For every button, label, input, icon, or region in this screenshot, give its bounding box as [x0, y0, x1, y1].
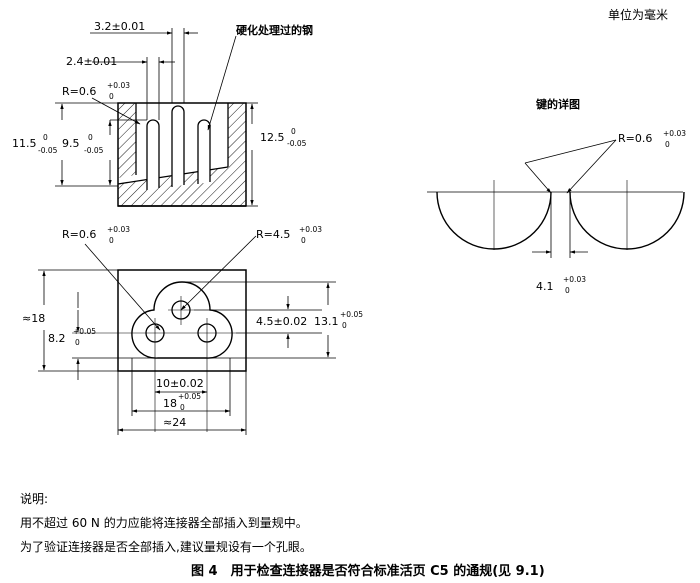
dim-key-r06-sub: 0	[665, 140, 670, 149]
notes-title: 说明:	[20, 492, 49, 506]
dim-r06-upper-sup: +0.03	[107, 81, 130, 90]
dim-approx-24: ≈24	[163, 416, 186, 429]
plan-block-outline	[117, 269, 247, 372]
notes-line-2: 为了验证连接器是否全部插入,建议量规设有一个孔眼。	[20, 540, 312, 554]
dim-10: 10±0.02	[156, 377, 204, 390]
key-detail-title: 键的详图	[535, 97, 580, 111]
dim-3-2: 3.2±0.01	[94, 20, 145, 33]
dim-key-r06-sup: +0.03	[663, 129, 686, 138]
dim-18: 18	[163, 397, 177, 410]
dim-11-5: 11.5	[12, 137, 37, 150]
dim-11-5-sup: 0	[43, 133, 48, 142]
dim-r06-upper: R=0.6	[62, 85, 96, 98]
dim-8-2: 8.2	[48, 332, 66, 345]
dim-4-1-sub: 0	[565, 286, 570, 295]
dim-9-5-sub: -0.05	[84, 146, 104, 155]
plan-cavity-outline	[131, 281, 233, 359]
dim-9-5: 9.5	[62, 137, 80, 150]
dim-18-sub: 0	[180, 403, 185, 412]
plan-view: R=0.6 +0.03 0 R=4.5 +0.03 0 ≈18 8.2 +0.0…	[22, 225, 363, 435]
section-view: 3.2±0.01 2.4±0.01 R=0.6 +0.03 0 硬化处理过的钢 …	[12, 20, 313, 207]
key-detail-view: 键的详图 4.1 +0.03 0 R=0.6 +0.03 0	[427, 97, 686, 295]
figure-caption: 图 4 用于检查连接器是否符合标准活页 C5 的通规(见 9.1)	[191, 564, 545, 579]
dim-8-2-sub: 0	[75, 338, 80, 347]
dim-13-1-sub: 0	[342, 321, 347, 330]
dim-12-5-sub: -0.05	[287, 139, 307, 148]
dim-11-5-sub: -0.05	[38, 146, 58, 155]
dim-r06-upper-sub: 0	[109, 92, 114, 101]
hardened-steel-label: 硬化处理过的钢	[236, 23, 313, 37]
unit-label: 单位为毫米	[608, 8, 669, 22]
dim-r06-lower: R=0.6	[62, 228, 96, 241]
dim-r45: R=4.5	[256, 228, 290, 241]
dim-4-1-sup: +0.03	[563, 275, 586, 284]
dim-r45-sup: +0.03	[299, 225, 322, 234]
dim-2-4: 2.4±0.01	[66, 55, 117, 68]
dim-r06-lower-sup: +0.03	[107, 225, 130, 234]
dim-18-sup: +0.05	[178, 392, 201, 401]
dim-key-r06: R=0.6	[618, 132, 652, 145]
dim-12-5-sup: 0	[291, 127, 296, 136]
dim-4-1: 4.1	[536, 280, 554, 293]
section-pins	[146, 105, 211, 190]
notes-line-1: 用不超过 60 N 的力应能将连接器全部插入到量规中。	[20, 516, 308, 530]
dim-12-5: 12.5	[260, 131, 285, 144]
dim-13-1: 13.1	[314, 315, 339, 328]
dim-8-2-sup: +0.05	[73, 327, 96, 336]
dim-13-1-sup: +0.05	[340, 310, 363, 319]
dim-approx-18: ≈18	[22, 312, 45, 325]
dim-4-5: 4.5±0.02	[256, 315, 307, 328]
dim-r06-lower-sub: 0	[109, 236, 114, 245]
dim-9-5-sup: 0	[88, 133, 93, 142]
dim-r45-sub: 0	[301, 236, 306, 245]
